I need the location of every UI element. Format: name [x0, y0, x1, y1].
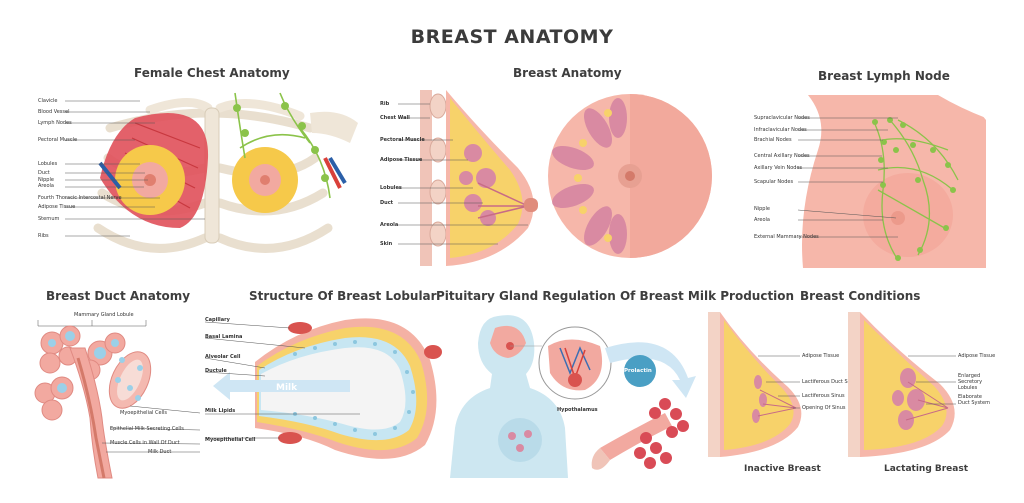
label-lobules-2: Lobules: [380, 185, 402, 191]
label-axillary-vein-nodes: Axillary Vein Nodes: [754, 165, 803, 171]
label-pectoral-muscle: Pectoral Muscle: [38, 137, 78, 143]
label-rib: Rib: [380, 101, 390, 107]
label-hypothalamus: Hypothalamus: [557, 407, 598, 413]
label-clavicle: Clavicle: [38, 98, 58, 104]
label-adipose-tissue-2: Adipose Tissue: [380, 157, 423, 163]
label-ribs: Ribs: [38, 233, 49, 239]
label-enlarged-secretory-lobules: Enlarged Secretory Lobules: [958, 373, 983, 391]
lymph-node-title: Breast Lymph Node: [818, 69, 950, 83]
label-opening-of-sinus: Opening Of Sinus: [802, 405, 846, 411]
label-adipose-tissue: Adipose Tissue: [38, 204, 76, 210]
label-areola-3: Areola: [754, 217, 770, 223]
label-scapular-nodes: Scapular Nodes: [754, 179, 794, 185]
milk-arrow-label: Milk: [276, 383, 298, 393]
label-chest-wall: Chest Wall: [380, 115, 410, 121]
label-external-mammary-nodes: External Mammary Nodes: [754, 234, 819, 240]
label-duct: Duct: [38, 170, 50, 176]
pituitary-title: Pituitary Gland Regulation Of Breast Mil…: [436, 289, 795, 303]
label-nipple: Nipple: [38, 177, 54, 183]
label-inactive-adipose: Adipose Tissue: [802, 353, 840, 359]
label-elaborate-duct-system: Elaborate Duct System: [958, 394, 990, 406]
lactating-breast-illustration: [848, 312, 956, 457]
duct-anatomy-illustration: [34, 320, 201, 479]
breast-anatomy-title: Breast Anatomy: [513, 66, 622, 80]
label-duct-2: Duct: [380, 200, 394, 206]
inactive-breast-caption: Inactive Breast: [744, 464, 821, 474]
label-muscle-cells: Muscle Cells in Wall Of Duct: [110, 440, 180, 446]
label-lactating-adipose: Adipose Tissue: [958, 353, 996, 359]
label-milk-duct: Milk Duct: [148, 449, 172, 455]
lobular-illustration: [204, 318, 442, 459]
label-central-axillary-nodes: Central Axillary Nodes: [754, 153, 810, 159]
label-milk-lipids: Milk Lipids: [205, 408, 236, 414]
label-capillary: Capillary: [205, 317, 230, 323]
label-brachial-nodes: Brachial Nodes: [754, 137, 792, 143]
label-supraclavicular-nodes: Supraclavicular Nodes: [754, 115, 810, 121]
label-nipple-2: Nipple: [754, 206, 770, 212]
label-blood-vessel: Blood Vessel: [38, 109, 70, 115]
label-alveolar-cell: Alveolar Cell: [205, 354, 241, 360]
label-skin: Skin: [380, 241, 393, 247]
lactating-breast-caption: Lactating Breast: [884, 464, 969, 474]
label-ductule: Ductule: [205, 368, 227, 374]
label-epithelial-cells: Epithelial Milk-Secreting Cells: [110, 426, 184, 432]
label-intercostal-nerve: Fourth Thoracic Intercostal Nerve: [38, 195, 122, 201]
label-areola: Areola: [38, 183, 54, 189]
breast-anatomy-illustration: [398, 90, 712, 266]
label-infraclavicular-nodes: Infraclavicular Nodes: [754, 127, 807, 133]
label-sternum: Sternum: [38, 216, 60, 222]
label-myoepithelial-cells: Myoepithelial Cells: [120, 410, 167, 416]
label-areola-2: Areola: [380, 222, 399, 228]
label-lymph-nodes: Lymph Nodes: [38, 120, 72, 126]
lymph-node-illustration: [797, 90, 986, 268]
female-chest-title: Female Chest Anatomy: [134, 66, 290, 80]
pituitary-illustration: [450, 315, 696, 478]
female-chest-illustration: [65, 92, 358, 253]
label-pectoral-muscle-2: Pectoral Muscle: [380, 137, 425, 143]
conditions-title: Breast Conditions: [800, 289, 921, 303]
duct-anatomy-title: Breast Duct Anatomy: [46, 289, 191, 303]
label-lactiferous-sinus: Lactiferous Sinus: [802, 393, 845, 399]
label-mammary-gland-lobule: Mammary Gland Lobule: [74, 312, 134, 318]
main-title: BREAST ANATOMY: [410, 26, 614, 48]
label-lactiferous-duct-sinus: Lactiferous Duct Sinus: [802, 379, 858, 385]
label-prolactin: Prolactin: [624, 368, 652, 374]
label-basal-lamina: Basal Lamina: [205, 334, 243, 340]
lobular-title: Structure Of Breast Lobular: [249, 289, 437, 303]
inactive-breast-illustration: [708, 312, 802, 457]
label-myoepithelial-cell: Myoepithelial Cell: [205, 437, 256, 443]
label-lobules: Lobules: [38, 161, 58, 167]
